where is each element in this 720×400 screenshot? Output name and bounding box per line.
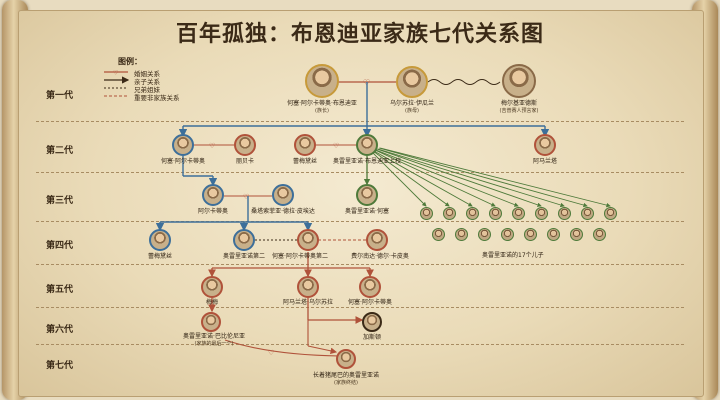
legend-marriage-mark: ♡: [104, 70, 128, 77]
svg-text:♡: ♡: [243, 193, 249, 201]
person-name: 长着猪尾巴的奥雷里亚诺: [312, 372, 380, 379]
generation-label-3: 第三代: [46, 196, 74, 206]
portrait-rebeca: [234, 134, 256, 156]
legend-item-marriage: 婚姻关系: [134, 70, 160, 78]
person-arcadio: 阿尔卡蒂奥: [197, 208, 229, 215]
legend-title: 图例：: [118, 57, 142, 66]
person-amaranta: 阿马兰塔: [532, 158, 558, 165]
son-portrait: [535, 207, 548, 220]
generation-divider: [36, 172, 684, 173]
son-portrait: [558, 207, 571, 220]
svg-text:♡: ♡: [209, 142, 215, 150]
person-pig-tail-aureliano: 长着猪尾巴的奥雷里亚诺(家族终结): [313, 372, 379, 386]
son-portrait: [489, 207, 502, 220]
portrait-jose-arcadio-gen2: [172, 134, 194, 156]
portrait-jose-arcadio-gen5: [359, 276, 381, 298]
generation-divider: [36, 121, 684, 122]
person-melquiades: 梅尔基亚德斯(吉普赛人预言家): [500, 100, 539, 114]
portrait-jose-arcadio-buendia: [305, 64, 339, 98]
portrait-santa-sofia: [272, 184, 294, 206]
person-name: 奥雷里亚诺·巴比伦尼亚: [183, 333, 245, 340]
svg-text:♡: ♡: [333, 142, 339, 150]
generation-label-7: 第七代: [46, 361, 74, 371]
son-portrait: [443, 207, 456, 220]
generation-divider: [36, 221, 684, 222]
generation-divider: [36, 264, 684, 265]
svg-text:♡: ♡: [113, 70, 118, 77]
generation-label-1: 第一代: [46, 91, 74, 101]
portrait-ursula: [396, 66, 428, 98]
portrait-fernanda: [366, 229, 388, 251]
person-meme: 梅梅: [205, 299, 219, 306]
person-amaranta-ursula: 阿马兰塔·乌尔苏拉: [283, 299, 333, 306]
seventeen-sons-label: 奥雷里亚诺的17个儿子: [482, 252, 544, 259]
son-portrait: [581, 207, 594, 220]
person-name: 梅尔基亚德斯: [500, 100, 537, 107]
legend-item-sibling: 兄弟姐妹: [134, 86, 160, 94]
person-ursula: 乌尔苏拉·伊瓜兰(族母): [390, 100, 434, 114]
person-note: (吉普赛人预言家): [499, 107, 539, 114]
generation-label-2: 第二代: [46, 146, 74, 156]
diagram-title: 百年孤独：布恩迪亚家族七代关系图: [175, 21, 544, 47]
person-note: (族长): [315, 107, 329, 114]
son-portrait: [478, 228, 491, 241]
son-portrait: [604, 207, 617, 220]
person-aureliano-segundo: 奥雷里亚诺第二: [222, 253, 266, 260]
portrait-remedios-moscote: [294, 134, 316, 156]
portrait-meme: [201, 276, 223, 298]
person-rebeca: 丽贝卡: [235, 158, 255, 165]
generation-label-4: 第四代: [46, 241, 74, 251]
person-note: (家族的最后一个): [194, 340, 234, 347]
person-remedios-moscote: 蕾梅黛丝: [292, 158, 318, 165]
portrait-gaston: [362, 312, 382, 332]
son-portrait: [570, 228, 583, 241]
person-jose-arcadio-segundo: 何塞·阿尔卡蒂奥第二: [272, 253, 328, 260]
person-gaston: 加斯顿: [362, 334, 382, 341]
portrait-aureliano-jose: [356, 184, 378, 206]
portrait-aureliano-segundo: [233, 229, 255, 251]
person-note: (家族终结): [334, 379, 358, 386]
generation-divider: [36, 344, 684, 345]
son-portrait: [524, 228, 537, 241]
son-portrait: [512, 207, 525, 220]
person-note: (族母): [405, 107, 419, 114]
person-name: 乌尔苏拉·伊瓜兰: [390, 100, 434, 107]
portrait-colonel-aureliano: [356, 134, 378, 156]
person-name: 何塞·阿尔卡蒂奥·布恩迪亚: [287, 100, 357, 107]
portrait-remedios-the-beauty: [149, 229, 171, 251]
portrait-arcadio: [202, 184, 224, 206]
son-portrait: [501, 228, 514, 241]
person-jose-arcadio-gen2: 何塞·阿尔卡蒂奥: [161, 158, 205, 165]
legend-item-nonfamily: 重要非家族关系: [134, 94, 180, 102]
person-aureliano-jose: 奥雷里亚诺·何塞: [345, 208, 389, 215]
person-jose-arcadio-gen5: 何塞·阿尔卡蒂奥: [348, 299, 392, 306]
legend-item-parent: 亲子关系: [134, 78, 160, 86]
son-portrait: [432, 228, 445, 241]
son-portrait: [547, 228, 560, 241]
generation-divider: [36, 307, 684, 308]
person-aureliano-babilonia: 奥雷里亚诺·巴比伦尼亚(家族的最后一个): [183, 333, 245, 347]
person-jose-arcadio-buendia: 何塞·阿尔卡蒂奥·布恩迪亚(族长): [287, 100, 357, 114]
son-portrait: [420, 207, 433, 220]
generation-label-5: 第五代: [46, 285, 74, 295]
portrait-amaranta-ursula: [297, 276, 319, 298]
person-colonel-aureliano: 奥雷里亚诺·布恩迪亚上校: [333, 158, 401, 165]
svg-text:♡: ♡: [268, 349, 274, 357]
son-portrait: [466, 207, 479, 220]
person-remedios-the-beauty: 蕾梅黛丝: [147, 253, 173, 260]
portrait-pig-tail-aureliano: [336, 349, 356, 369]
person-santa-sofia: 桑塔索菲亚·德拉·皮埃达: [251, 208, 315, 215]
portrait-aureliano-babilonia: [201, 312, 221, 332]
son-portrait: [455, 228, 468, 241]
son-portrait: [593, 228, 606, 241]
portrait-amaranta: [534, 134, 556, 156]
generation-label-6: 第六代: [46, 325, 74, 335]
person-fernanda: 费尔南达·德尔·卡皮奥: [351, 253, 409, 260]
portrait-jose-arcadio-segundo: [297, 229, 319, 251]
portrait-melquiades: [502, 64, 536, 98]
